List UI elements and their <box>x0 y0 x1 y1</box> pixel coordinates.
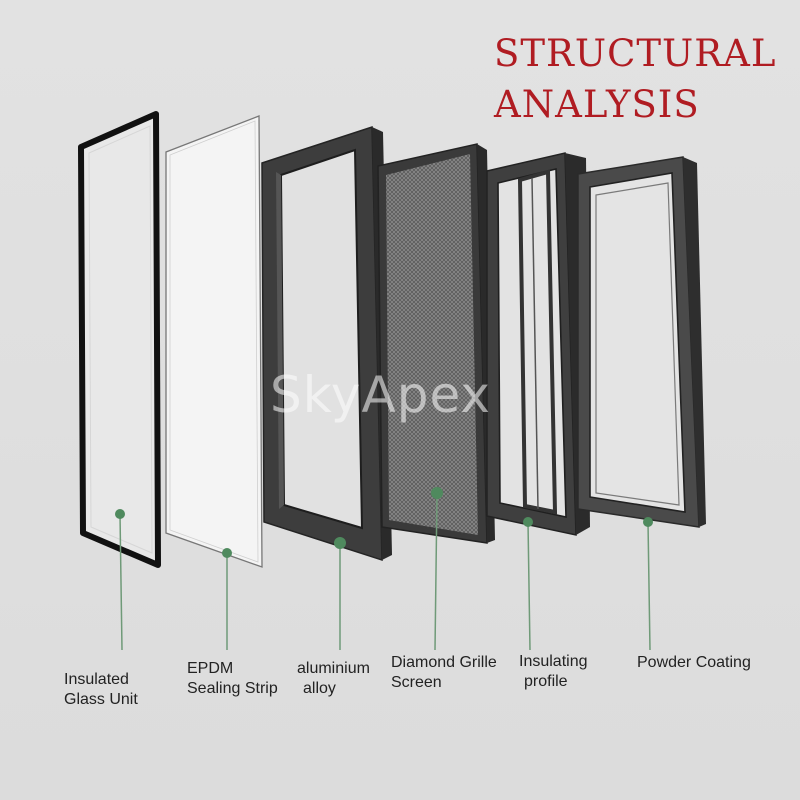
epdm-sealing-strip-frame <box>165 115 263 568</box>
diamond-grille-screen-frame <box>377 143 495 544</box>
dot-insulated-glass-unit <box>115 509 125 519</box>
label-line: Sealing Strip <box>187 680 278 697</box>
insulating-profile-frame <box>486 152 590 536</box>
label-diamond-grille-screen: Diamond Grille Screen <box>391 653 497 693</box>
leader-line-powder-coating <box>647 521 651 651</box>
title-line-1: STRUCTURAL <box>494 32 777 75</box>
label-insulated-glass-unit: Insulated Glass Unit <box>64 670 138 710</box>
label-epdm-sealing-strip: EPDM Sealing Strip <box>187 659 278 699</box>
label-line: aluminium <box>297 660 370 677</box>
label-line: EPDM <box>187 660 234 677</box>
dot-powder-coating <box>643 517 653 527</box>
label-line: Powder Coating <box>637 654 751 671</box>
watermark: SkyApex <box>270 366 491 424</box>
label-aluminium-alloy: aluminium alloy <box>297 659 370 699</box>
dot-insulating-profile <box>523 517 533 527</box>
powder-coating-frame <box>577 156 706 528</box>
title-line-2: ANALYSIS <box>494 83 700 126</box>
dot-epdm-sealing-strip <box>222 548 232 558</box>
leader-dots <box>115 487 653 558</box>
label-line: Insulated <box>64 671 129 688</box>
label-powder-coating: Powder Coating <box>637 653 751 673</box>
dot-diamond-grille-screen <box>431 487 443 499</box>
leader-line-insulating-profile <box>527 521 531 651</box>
label-line: profile <box>524 673 568 690</box>
label-insulating-profile: Insulating profile <box>519 652 588 692</box>
label-line: Screen <box>391 674 442 691</box>
leader-line-diamond-grille-screen <box>434 492 438 651</box>
label-line: Insulating <box>519 653 588 670</box>
label-line: Diamond Grille <box>391 654 497 671</box>
aluminium-alloy-frame <box>261 125 392 562</box>
insulated-glass-unit-frame <box>78 111 161 568</box>
label-line: Glass Unit <box>64 691 138 708</box>
leader-line-insulated-glass-unit <box>119 513 123 651</box>
label-line: alloy <box>303 680 336 697</box>
leader-lines <box>119 492 651 651</box>
dot-aluminium-alloy <box>334 537 346 549</box>
